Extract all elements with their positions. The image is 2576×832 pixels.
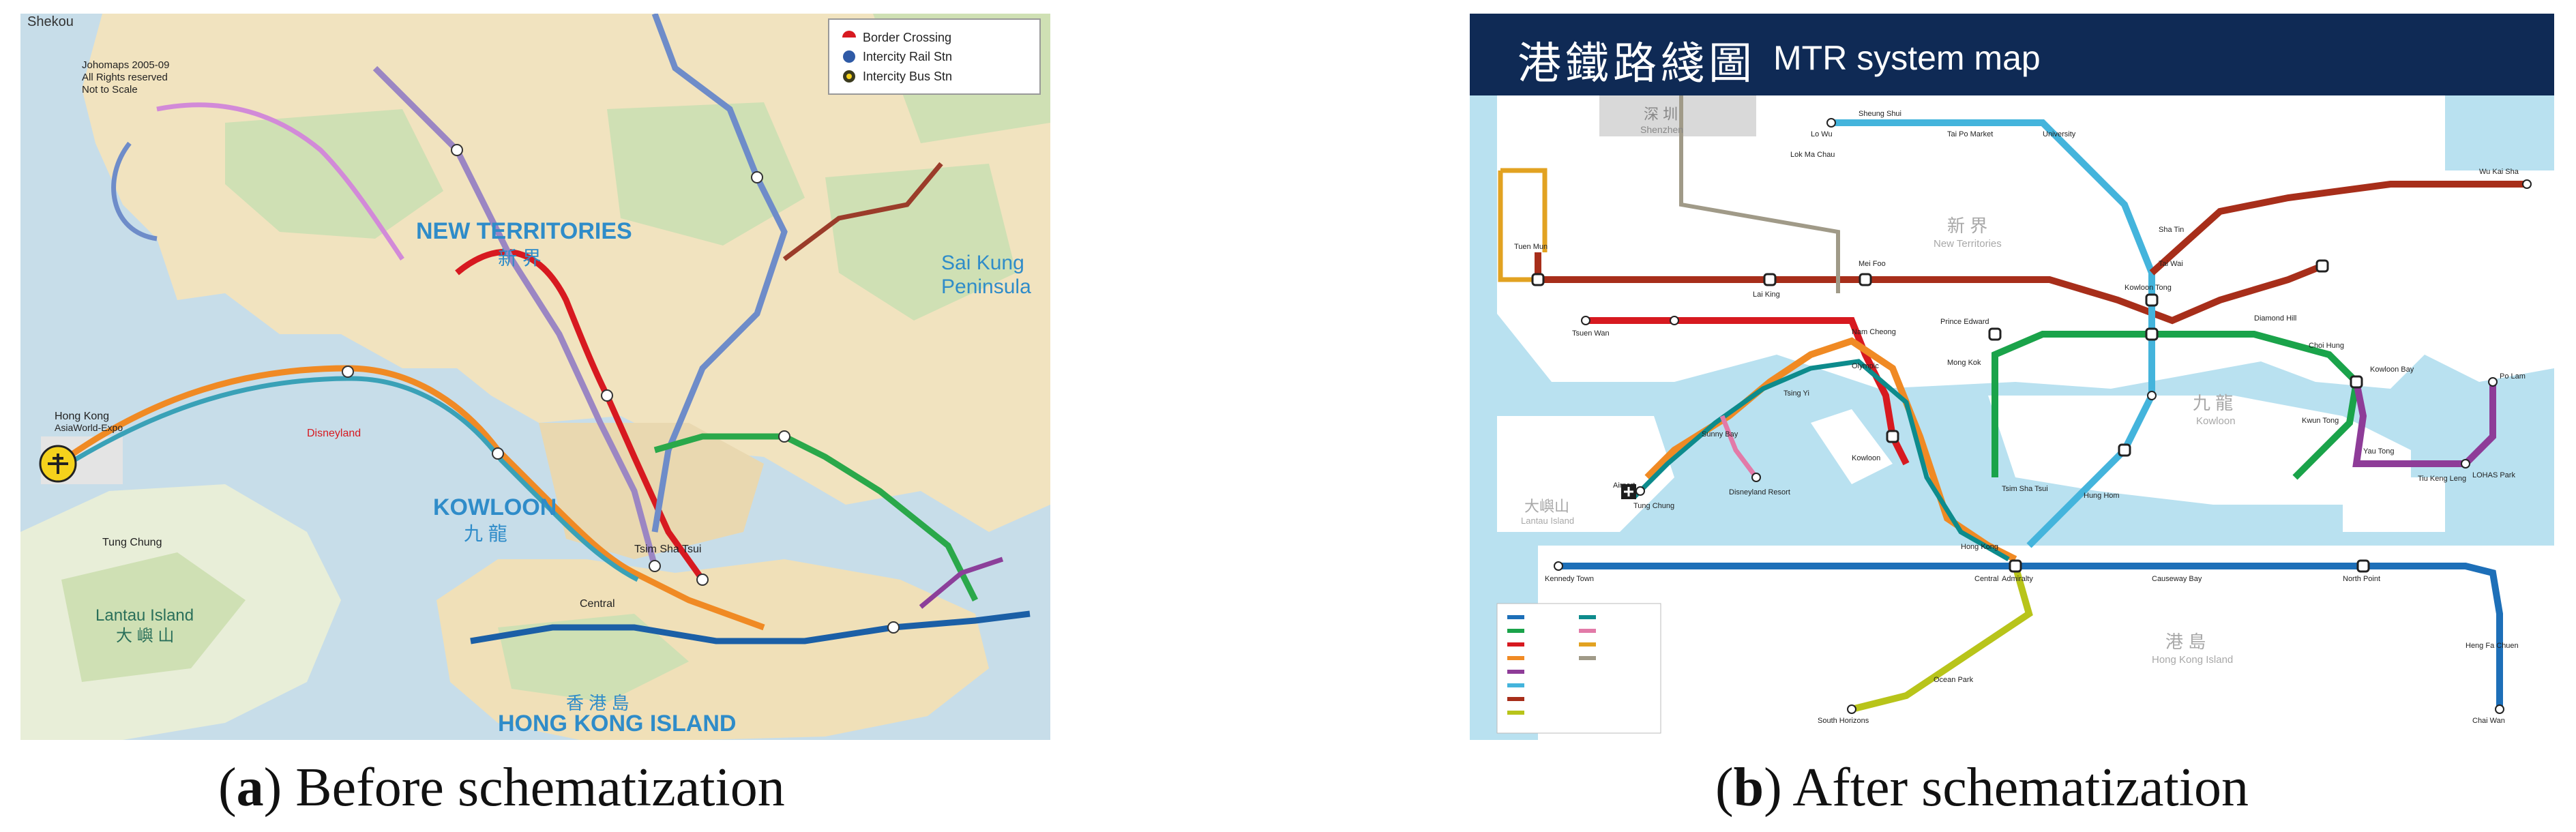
station-label: Tsing Yi <box>1783 389 1809 398</box>
legend-label: Border Crossing <box>863 31 951 44</box>
mtr-map-title-zh: 港鐵路綫圖 <box>1518 39 1756 89</box>
station-label: LOHAS Park <box>2472 471 2515 479</box>
map-copyright-line: All Rights reserved <box>82 72 168 83</box>
region-label-kowloon: Kowloon <box>2196 415 2236 427</box>
schematic-map: 港鐵路綫圖 MTR system map <box>1470 14 2554 740</box>
station-label: Diamond Hill <box>2254 314 2296 323</box>
station-label: Disneyland Resort <box>1729 488 1790 496</box>
station-label: Sunny Bay <box>1702 430 1738 439</box>
station-label: Ocean Park <box>1934 676 1974 684</box>
map-copyright-line: Johomaps 2005-09 <box>82 59 169 71</box>
region-label-lantau: Lantau Island <box>95 606 194 625</box>
station-label: Tung Chung <box>1633 502 1674 510</box>
station-label: Tai Po Market <box>1947 130 1993 138</box>
station-label: Lai King <box>1753 291 1780 299</box>
geographic-map-canvas: Border Crossing Intercity Rail Stn Inter… <box>20 14 1050 740</box>
region-label-new-territories: NEW TERRITORIES <box>416 218 632 244</box>
region-label-hk-island-zh: 香 港 島 <box>566 693 629 713</box>
station-label: Tsim Sha Tsui <box>634 544 701 555</box>
mtr-map-title-en: MTR system map <box>1773 39 2041 77</box>
station-label: Chai Wan <box>2472 717 2505 725</box>
station-label: Kowloon <box>1852 454 1880 462</box>
rail-station-icon <box>843 50 855 63</box>
region-label-shenzhen-zh: 深 圳 <box>1644 106 1678 123</box>
station-label: Olympic <box>1852 362 1879 370</box>
region-label-sai-kung: Sai Kung <box>941 252 1024 274</box>
station-label: Central <box>1974 575 1998 583</box>
region-label-new-territories-zh: 新 界 <box>1947 216 1987 236</box>
station-label: Nam Cheong <box>1852 328 1896 336</box>
mtr-map-header: 港鐵路綫圖 MTR system map <box>1470 14 2554 95</box>
region-label-new-territories: New Territories <box>1934 238 2002 250</box>
station-label: Kowloon Tong <box>2125 284 2172 292</box>
bus-station-icon <box>843 70 855 83</box>
station-label: South Horizons <box>1818 717 1869 725</box>
station-label: Mei Foo <box>1859 260 1886 268</box>
station-label: Kwun Tong <box>2302 417 2339 425</box>
region-label-shenzhen: Shenzhen <box>1640 124 1683 135</box>
station-label: Tsuen Wan <box>1572 329 1610 338</box>
station-label: Disneyland <box>307 428 361 439</box>
station-label: Hong Kong <box>1961 543 1998 551</box>
map-copyright-line: Not to Scale <box>82 84 138 95</box>
station-label: Tiu Keng Leng <box>2418 475 2466 483</box>
station-label: Tsim Sha Tsui <box>2002 485 2048 493</box>
station-label: Yau Tong <box>2363 447 2394 456</box>
station-label: Kowloon Bay <box>2370 366 2414 374</box>
region-label-hk-island-zh: 港 島 <box>2165 632 2206 652</box>
station-label: Sha Tin <box>2159 226 2184 234</box>
station-label: Admiralty <box>2002 575 2033 583</box>
station-label: Causeway Bay <box>2152 575 2202 583</box>
region-label-lantau-zh: 大嶼山 <box>1524 498 1569 515</box>
geographic-map: Border Crossing Intercity Rail Stn Inter… <box>20 14 1050 740</box>
legend-label: Intercity Rail Stn <box>863 50 952 63</box>
station-label: Sheung Shui <box>1859 110 1901 118</box>
station-label: Po Lam <box>2500 372 2526 381</box>
station-label: Hung Hom <box>2084 492 2120 500</box>
station-label: Lo Wu <box>1811 130 1833 138</box>
station-label: Prince Edward <box>1940 318 1989 326</box>
map-label-shekou: Shekou <box>27 14 74 29</box>
border-crossing-icon <box>842 31 856 38</box>
station-label: Tuen Mun <box>1514 243 1548 251</box>
station-label: Hong Kong <box>55 411 109 422</box>
station-label: Tai Wai <box>2159 260 2183 268</box>
station-label: AsiaWorld-Expo <box>55 422 123 433</box>
map-legend: Border Crossing Intercity Rail Stn Inter… <box>828 18 1041 95</box>
region-label-lantau: Lantau Island <box>1521 516 1574 526</box>
station-label: University <box>2043 130 2076 138</box>
station-label: Tung Chung <box>102 537 162 548</box>
region-label-hk-island: Hong Kong Island <box>2152 654 2233 666</box>
station-label: Kennedy Town <box>1545 575 1594 583</box>
station-label: Lok Ma Chau <box>1790 151 1835 159</box>
airport-icon <box>39 445 77 483</box>
caption-b: (b) After schematization <box>1715 758 2249 818</box>
region-label-kowloon-zh: 九 龍 <box>2193 393 2233 413</box>
legend-label: Intercity Bus Stn <box>863 70 952 83</box>
caption-a: (a) Before schematization <box>218 758 785 818</box>
station-label: Central <box>580 598 615 610</box>
station-label: Choi Hung <box>2309 342 2344 350</box>
region-label-sai-kung-2: Peninsula <box>941 276 1031 298</box>
station-label: Mong Kok <box>1947 359 1981 367</box>
station-label: Heng Fa Chuen <box>2466 642 2519 650</box>
mtr-legend <box>1496 603 1661 734</box>
schematic-map-canvas: 深 圳 Shenzhen 新 界 New Territories 九 龍 Kow… <box>1470 95 2554 740</box>
region-label-kowloon-zh: 九 龍 <box>464 523 507 544</box>
airport-icon <box>1621 484 1636 499</box>
station-label: North Point <box>2343 575 2380 583</box>
region-label-lantau-zh: 大 嶼 山 <box>116 627 174 645</box>
region-label-hk-island: HONG KONG ISLAND <box>498 711 736 737</box>
region-label-new-territories-zh: 新 界 <box>498 248 542 269</box>
region-label-kowloon: KOWLOON <box>433 494 557 520</box>
station-label: Wu Kai Sha <box>2479 168 2519 176</box>
